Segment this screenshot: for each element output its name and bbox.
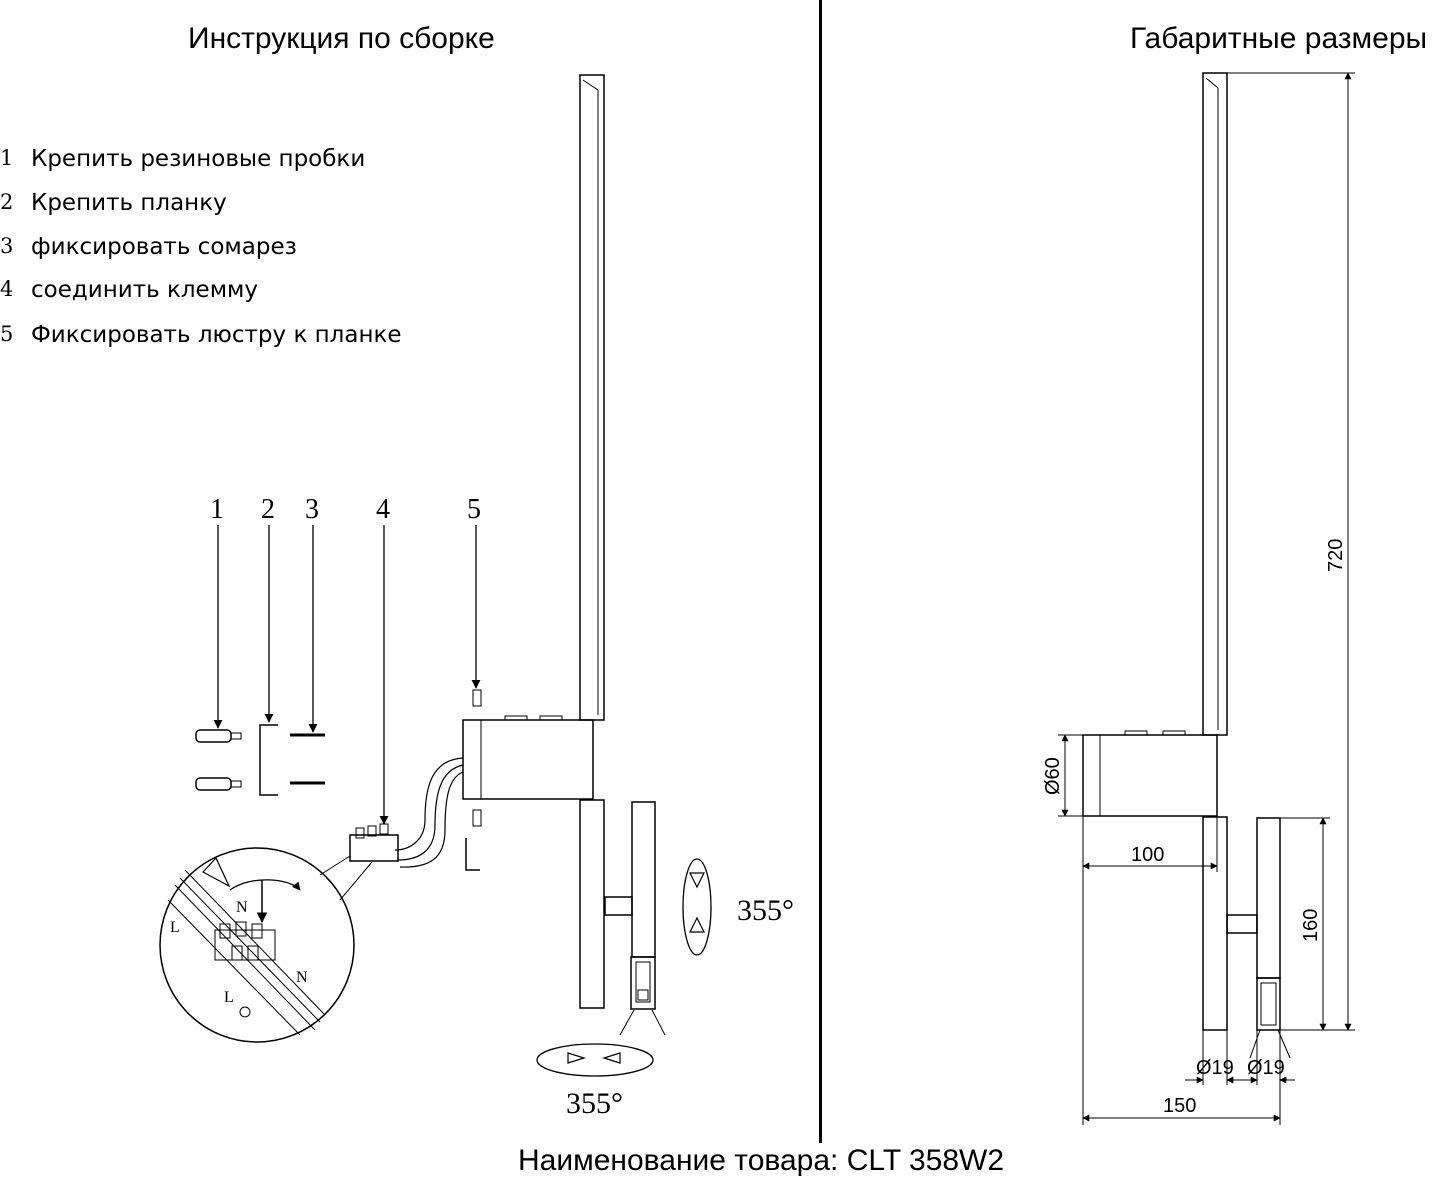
dimensions-drawing	[1058, 72, 1355, 1125]
step-number: 1	[0, 146, 14, 170]
wiring-labels: L N L N	[170, 899, 308, 1006]
callout-3: 3	[305, 494, 319, 525]
dimensions-title: Габаритные размеры	[1130, 22, 1428, 55]
terminal-detail-circle	[159, 847, 355, 1043]
rotation-vertical-label: 355°	[737, 894, 794, 927]
step-text: Крепить резиновые пробки	[31, 146, 366, 172]
callout-4: 4	[376, 494, 390, 525]
step-text: соединить клемму	[31, 277, 259, 303]
step-text: фиксировать сомарез	[31, 234, 297, 260]
callout-2: 2	[261, 494, 275, 525]
rotating-bar	[631, 801, 656, 958]
dim-upper-bar	[1202, 72, 1228, 736]
callout-numbers: 1 2 3 4 5	[210, 494, 481, 525]
assembly-drawing	[159, 74, 712, 1077]
dim-lower-bar	[1202, 816, 1228, 1031]
callout-1: 1	[210, 494, 224, 525]
wire-label-live: L	[170, 919, 180, 936]
rotation-horizontal-label: 355°	[566, 1087, 623, 1120]
dim-base-cylinder	[1082, 734, 1218, 817]
dim-depth-label: 100	[1131, 844, 1164, 866]
lower-light-bar	[579, 799, 605, 1009]
step-number: 2	[0, 190, 14, 214]
terminal-block	[349, 834, 399, 862]
step-text: Фиксировать люстру к планке	[31, 322, 402, 348]
dim-diameter-label: Ø60	[1042, 757, 1064, 795]
dim-lower-height-label: 160	[1300, 909, 1322, 942]
dim-height-label: 720	[1325, 539, 1347, 572]
base-cylinder	[462, 719, 594, 800]
assembly-title: Инструкция по сборке	[188, 22, 495, 55]
step-number: 3	[0, 234, 14, 258]
dim-dia-left-label: Ø19	[1196, 1057, 1234, 1079]
dim-width-label: 150	[1163, 1095, 1196, 1117]
wire-label-neutral-2: N	[296, 969, 308, 986]
step-number: 5	[0, 322, 14, 346]
step-number: 4	[0, 277, 14, 301]
wire-label-live-2: L	[224, 989, 234, 1006]
wire-label-neutral: N	[236, 899, 248, 916]
upper-light-bar	[579, 74, 605, 721]
dim-dia-right-label: Ø19	[1247, 1057, 1285, 1079]
dim-rotating-bar	[1256, 817, 1281, 979]
callout-5: 5	[467, 494, 481, 525]
section-divider	[819, 0, 822, 1143]
product-name: Наименование товара: CLT 358W2	[518, 1144, 1005, 1177]
step-text: Крепить планку	[31, 190, 227, 216]
